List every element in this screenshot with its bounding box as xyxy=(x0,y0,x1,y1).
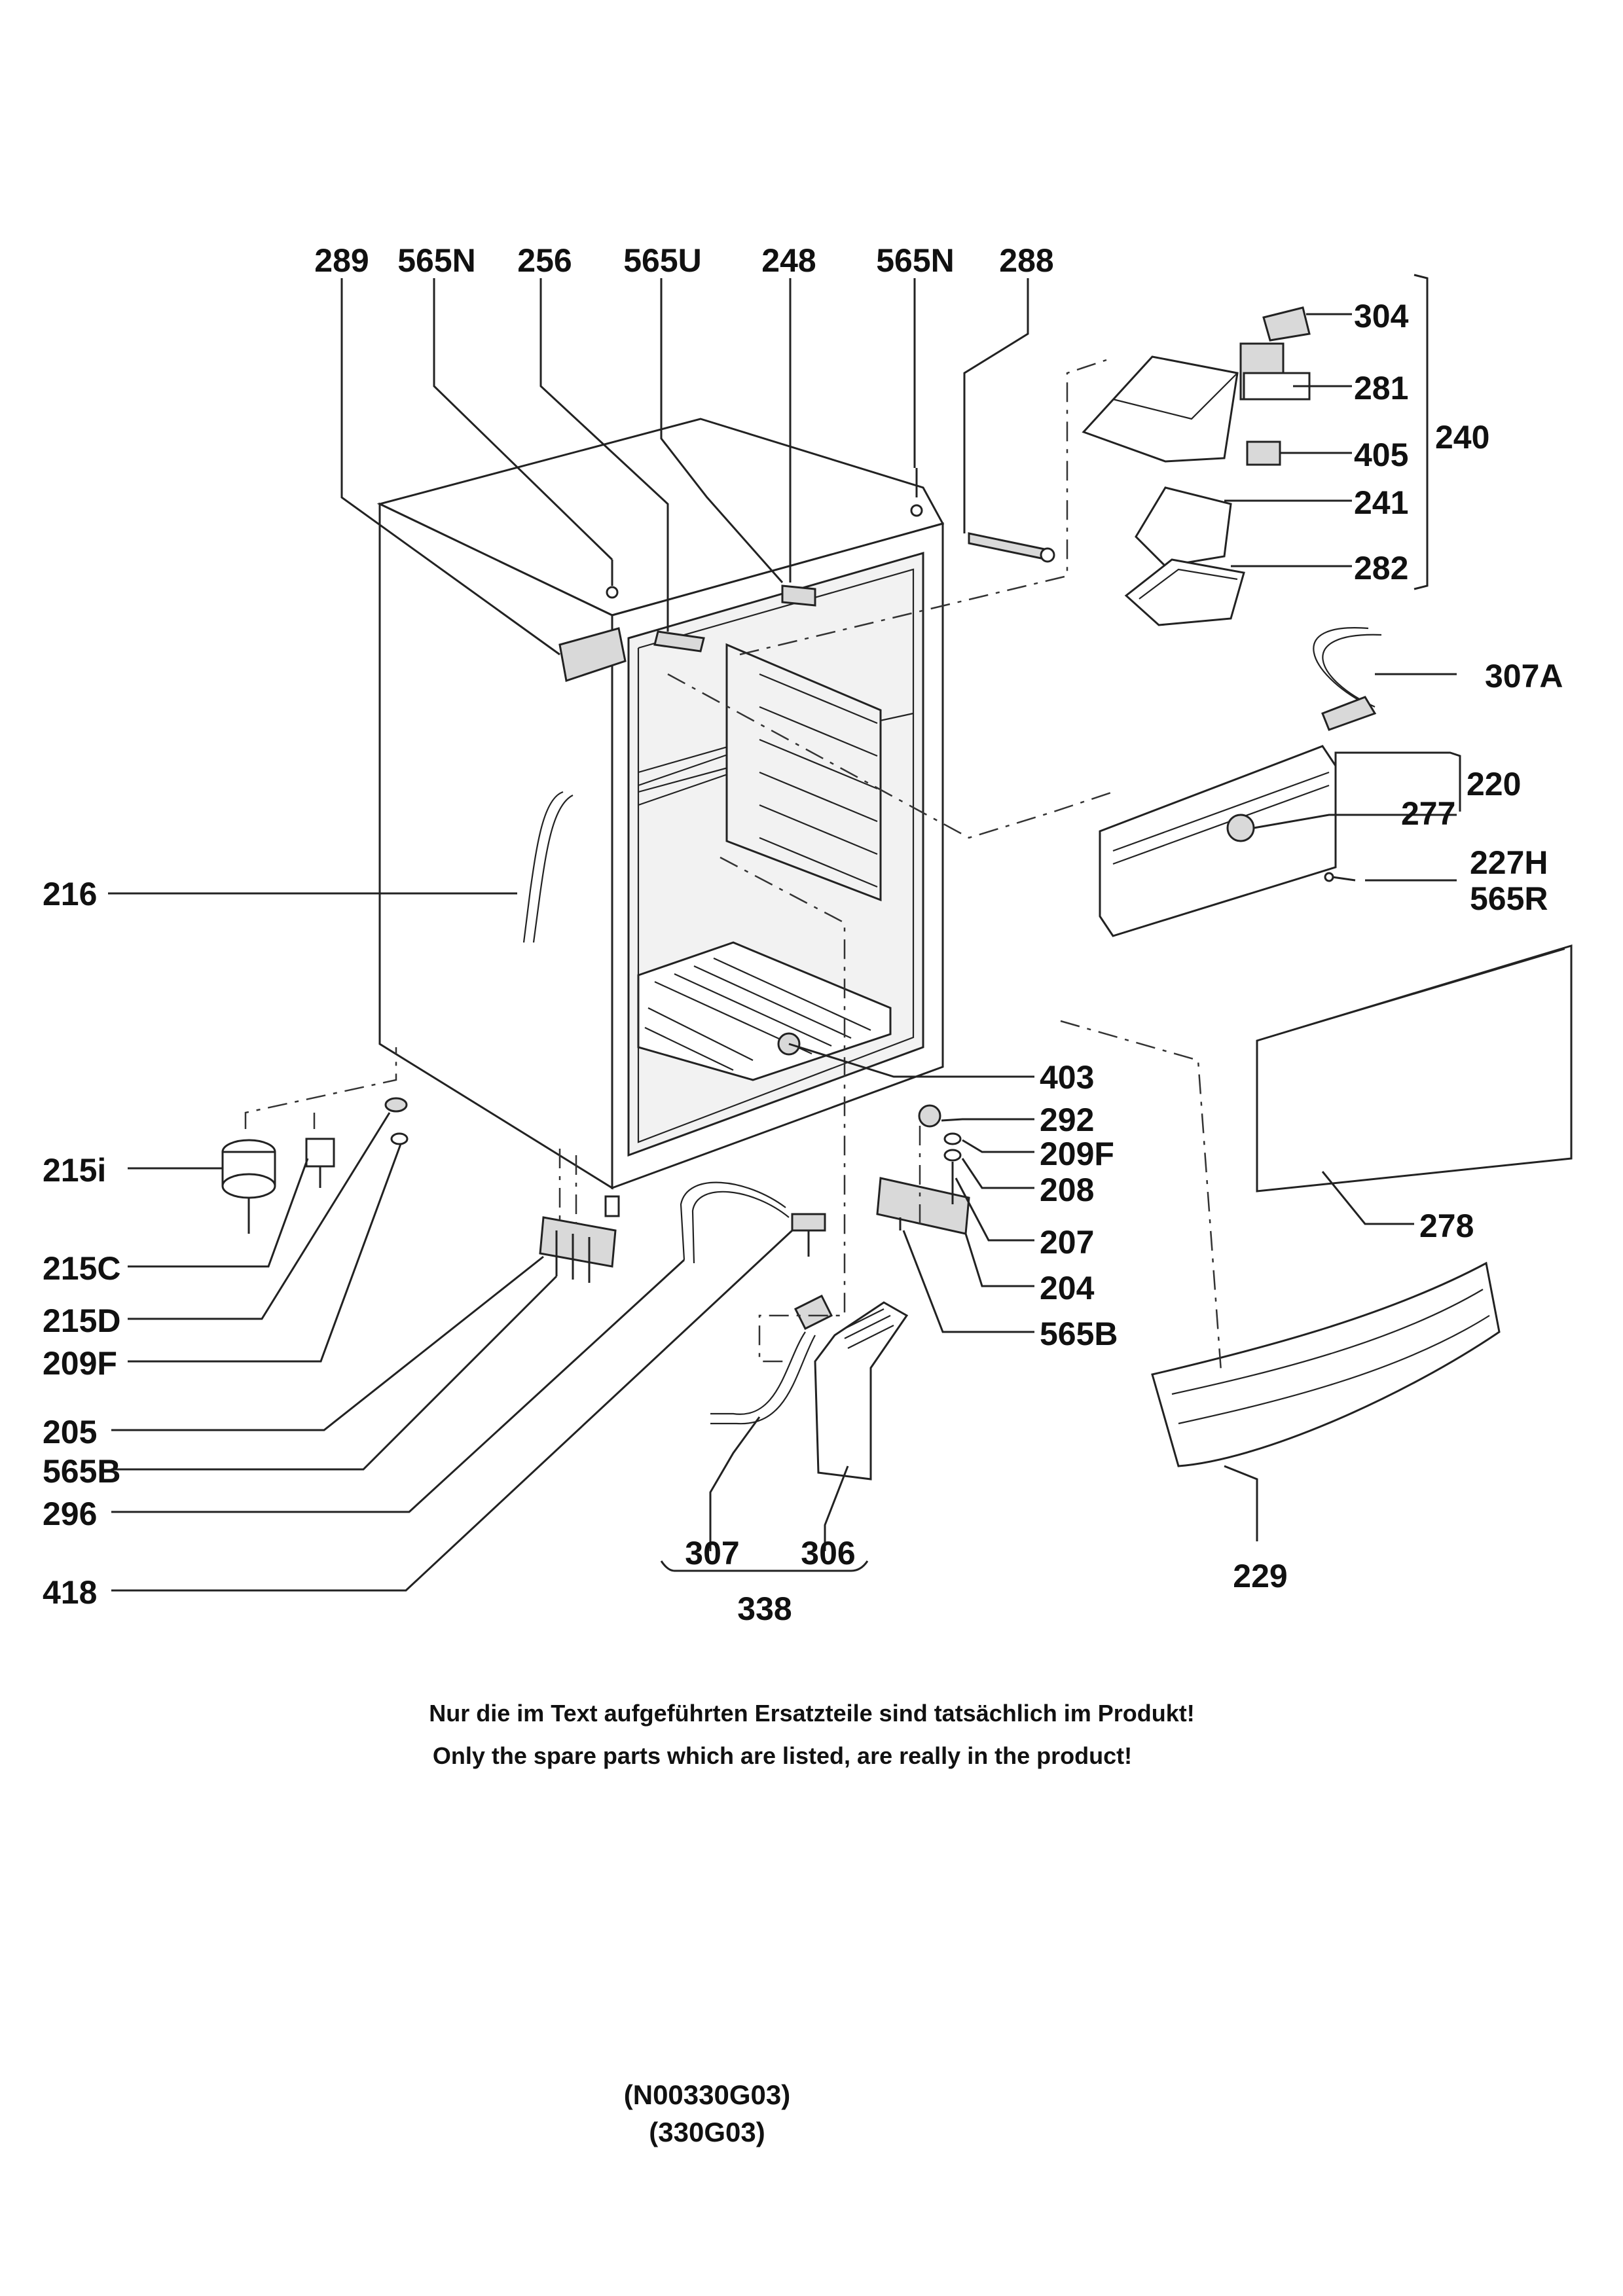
label-565B-left: 565B xyxy=(43,1453,121,1490)
cabinet-side xyxy=(378,502,613,1190)
foot-215C xyxy=(305,1138,335,1168)
label-565B-right: 565B xyxy=(1040,1316,1118,1352)
washer-209F-left xyxy=(390,1132,409,1145)
assembly-lines xyxy=(244,359,1222,1372)
bottom-grid xyxy=(637,941,892,1081)
drawing-code-long: (N00330G03) xyxy=(624,2079,790,2110)
label-281: 281 xyxy=(1354,370,1408,406)
footnotes: Nur die im Text aufgeführten Ersatzteile… xyxy=(429,1700,1195,2147)
label-304: 304 xyxy=(1354,298,1409,334)
hinge-204 xyxy=(876,1177,970,1235)
label-405: 405 xyxy=(1354,437,1408,473)
label-282: 282 xyxy=(1354,550,1408,586)
hinge-205 xyxy=(539,1216,617,1268)
label-204: 204 xyxy=(1040,1270,1095,1306)
label-229: 229 xyxy=(1233,1558,1287,1594)
hinge-top-right xyxy=(968,532,1049,561)
control-box-group xyxy=(1082,306,1311,626)
block-248 xyxy=(781,584,816,607)
label-288: 288 xyxy=(999,242,1053,279)
knob-277 xyxy=(1226,814,1255,842)
label-307A: 307A xyxy=(1485,658,1563,694)
label-207: 207 xyxy=(1040,1224,1094,1261)
label-296: 296 xyxy=(43,1496,97,1532)
cable-296 xyxy=(680,1181,786,1261)
sensor-307A xyxy=(1313,627,1382,731)
label-565N-b: 565N xyxy=(876,242,955,279)
label-205: 205 xyxy=(43,1414,97,1450)
relay-405 xyxy=(1246,440,1281,466)
top-screws xyxy=(606,468,923,599)
label-241: 241 xyxy=(1354,484,1408,521)
washer-215D xyxy=(384,1097,408,1113)
label-216: 216 xyxy=(43,876,97,912)
side-pipe xyxy=(522,791,564,943)
bracket-256 xyxy=(653,630,705,653)
handle-220 xyxy=(1099,745,1356,937)
grille-229 xyxy=(1151,1261,1501,1467)
cap-292 xyxy=(918,1104,941,1128)
label-208: 208 xyxy=(1040,1172,1094,1208)
part-labels: 289 565N 256 565U 248 565N 288 304 281 4… xyxy=(43,242,1563,1627)
label-277: 277 xyxy=(1401,795,1455,832)
label-215i: 215i xyxy=(43,1152,106,1189)
label-307: 307 xyxy=(685,1535,739,1571)
drawing-code-short: (330G03) xyxy=(649,2117,765,2147)
label-227H: 227H xyxy=(1470,844,1548,881)
lower-parts xyxy=(221,1097,970,1480)
label-248: 248 xyxy=(761,242,816,279)
label-403: 403 xyxy=(1040,1059,1094,1096)
label-565U: 565U xyxy=(623,242,702,279)
label-215C: 215C xyxy=(43,1250,121,1287)
leader-lines xyxy=(108,274,1461,1592)
label-256: 256 xyxy=(517,242,572,279)
cover-306 xyxy=(814,1301,909,1480)
label-292: 292 xyxy=(1040,1102,1094,1138)
tray-282 xyxy=(1124,558,1245,626)
cable-307 xyxy=(710,1331,806,1415)
connector-304 xyxy=(1262,306,1311,342)
note-english: Only the spare parts which are listed, a… xyxy=(433,1742,1132,1769)
bracket-418 xyxy=(791,1213,826,1232)
label-220: 220 xyxy=(1467,766,1521,802)
control-housing xyxy=(1082,355,1239,463)
label-240: 240 xyxy=(1435,419,1489,456)
note-german: Nur die im Text aufgeführten Ersatzteile… xyxy=(429,1700,1195,1727)
label-289: 289 xyxy=(314,242,369,279)
cover-241 xyxy=(1135,486,1232,567)
panel-278 xyxy=(1256,944,1573,1193)
label-565N-a: 565N xyxy=(397,242,476,279)
label-338: 338 xyxy=(737,1590,792,1627)
label-418: 418 xyxy=(43,1574,97,1611)
label-215D: 215D xyxy=(43,1302,121,1339)
hinge-top-left xyxy=(558,627,627,682)
label-565R: 565R xyxy=(1470,880,1548,917)
label-209F-left: 209F xyxy=(43,1345,117,1382)
cabinet-body xyxy=(376,418,1055,1190)
label-278: 278 xyxy=(1419,1208,1474,1244)
label-209F-right: 209F xyxy=(1040,1136,1114,1172)
label-306: 306 xyxy=(801,1535,855,1571)
